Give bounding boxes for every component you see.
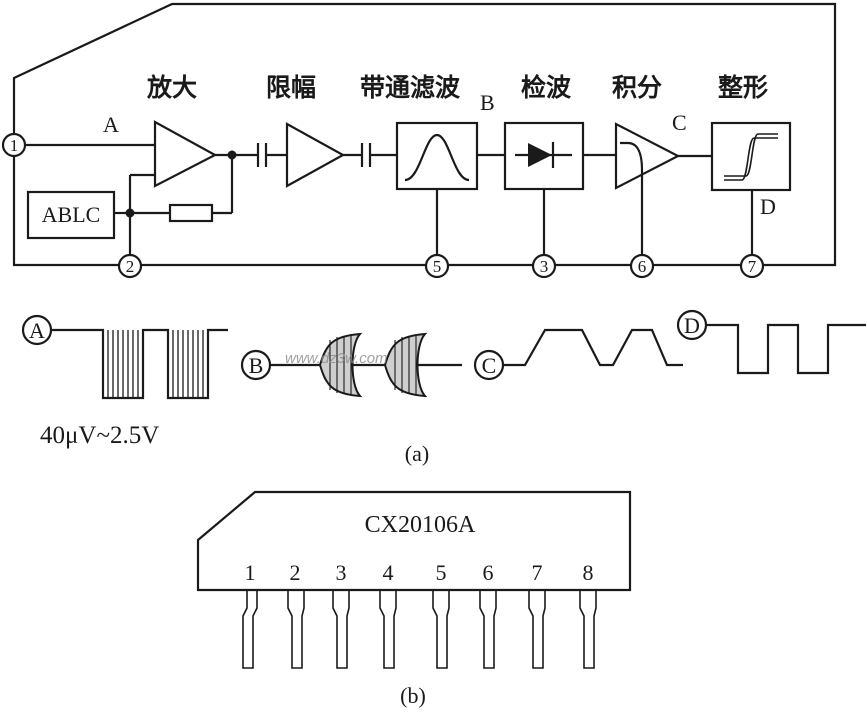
node-d-label: D — [760, 194, 776, 219]
node-a-label: A — [103, 112, 119, 137]
package-pin-4-label: 4 — [383, 560, 394, 585]
package-pin-2 — [287, 590, 305, 669]
pin-6-label: 6 — [638, 257, 647, 276]
waveform-a-label: A — [29, 318, 45, 343]
pin-5-marker — [424, 253, 450, 279]
package-pin-4 — [379, 590, 397, 669]
waveform-a-burst-1 — [107, 330, 139, 398]
caption-a: (a) — [405, 441, 429, 466]
stage-title-amplify: 放大 — [146, 73, 197, 102]
watermark: www.dz3w.com — [285, 350, 388, 367]
package-pin-8-label: 8 — [583, 560, 594, 585]
waveform-d-signal — [706, 323, 866, 375]
package-pin-5-label: 5 — [436, 560, 447, 585]
package-pin-3-label: 3 — [336, 560, 347, 585]
waveforms: A 40μV~2.5V B www.dz3w.com C — [21, 309, 866, 449]
stage-title-limit: 限幅 — [266, 73, 316, 102]
pin-3-marker — [531, 253, 557, 279]
package-pin-1-label: 1 — [245, 560, 256, 585]
pin-6-marker — [629, 253, 655, 279]
node-b-label: B — [480, 90, 495, 115]
package-pin-2-label: 2 — [290, 560, 301, 585]
package-pin-6 — [479, 590, 497, 669]
waveform-a-burst-2 — [172, 330, 204, 398]
hysteresis-icon — [724, 137, 778, 181]
diode-icon — [528, 143, 552, 167]
limiter-triangle — [285, 122, 346, 188]
stage-title-integrate: 积分 — [612, 73, 662, 102]
integrator-curve-icon — [620, 141, 644, 182]
ic-outline — [12, 2, 837, 267]
ic-package: CX20106A 1 2 3 4 5 6 7 8 — [196, 490, 632, 669]
package-pin-8 — [579, 590, 597, 669]
waveform-d-label: D — [684, 313, 700, 338]
hysteresis-icon-b — [724, 133, 778, 177]
pin-7-marker — [739, 253, 765, 279]
pin-2-label: 2 — [126, 257, 135, 276]
waveform-a-range: 40μV~2.5V — [40, 422, 159, 449]
package-pin-1 — [242, 590, 258, 669]
package-part-number: CX20106A — [365, 512, 476, 538]
stage-title-shape: 整形 — [718, 73, 768, 102]
stage-title-detect: 检波 — [521, 73, 572, 102]
waveform-a-signal — [51, 328, 228, 400]
waveform-b-label: B — [249, 353, 264, 378]
pin-7-label: 7 — [748, 257, 757, 276]
ablc-box — [26, 190, 116, 240]
pin-1-label: 1 — [10, 136, 19, 155]
package-outline — [196, 490, 632, 592]
pin-2-marker — [117, 253, 143, 279]
package-pin-7 — [528, 590, 546, 669]
waveform-c-label: C — [482, 353, 497, 378]
waveform-b-hatch — [329, 335, 417, 395]
pin-3-label: 3 — [540, 257, 549, 276]
integrator-triangle — [614, 122, 681, 190]
package-pin-7-label: 7 — [532, 560, 543, 585]
package-pin-3 — [332, 590, 350, 669]
caption-b: (b) — [400, 683, 426, 708]
pin-5-label: 5 — [433, 257, 442, 276]
amplifier-triangle — [153, 120, 218, 188]
waveform-c-signal — [503, 328, 683, 367]
package-pin-5 — [432, 590, 450, 669]
ic-block-diagram: 放大 限幅 带通滤波 检波 积分 整形 1 A ABLC 2 — [1, 2, 837, 279]
package-pin-6-label: 6 — [483, 560, 494, 585]
ablc-label: ABLC — [42, 202, 101, 227]
feedback-resistor — [168, 203, 214, 223]
node-c-label: C — [672, 110, 687, 135]
bandpass-curve-icon — [404, 133, 470, 182]
stage-title-bandpass: 带通滤波 — [360, 73, 461, 102]
